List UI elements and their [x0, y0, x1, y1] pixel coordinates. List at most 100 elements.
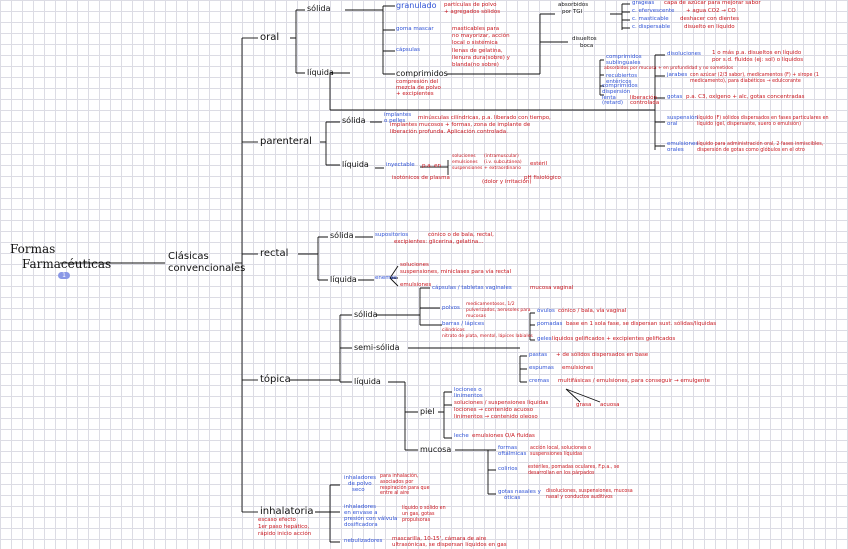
- oral-efervescente: c. efervescente: [632, 8, 675, 14]
- oral-comp-sub2: sublinguales: [606, 60, 641, 66]
- topica-lociones-b: linimentos: [454, 393, 483, 399]
- topica-polvos-desc3: mucosas: [466, 314, 486, 319]
- topica-capsulas-tab-desc: mucosa vaginal: [530, 285, 574, 291]
- rectal-supositorios-desc1: cónico o de bala, rectal,: [428, 232, 494, 238]
- oral-disueltos: disueltos: [572, 36, 597, 42]
- oral-capsulas: cápsulas: [396, 47, 421, 53]
- topica-espumas: espumas: [529, 365, 554, 371]
- topica-cremas: cremas: [529, 378, 550, 384]
- inh-nebulizadores: nebulizadores: [344, 538, 383, 544]
- topica-leche: leche: [454, 433, 469, 439]
- oral-emulsiones-desc: líquido para administración oral, 2 fase…: [697, 142, 824, 153]
- rectal-enemas-desc2: suspensiones, miniclases para vía rectal: [400, 269, 511, 275]
- topica-polvos-desc2: pulverizados, aerosoles para: [466, 308, 531, 313]
- rectal-supositorios-desc2: excipientes: glicerina, gelatina...: [394, 239, 484, 245]
- parenteral-pelles: o pelles: [384, 118, 406, 124]
- topica-pomadas-desc: base en 1 sola fase, se dispersan sust. …: [566, 321, 717, 327]
- inh-presion-desc: líquido o sólido en un gas, gotas propul…: [402, 506, 446, 523]
- rectal-liquida: líquida: [330, 275, 357, 284]
- topica-geles-desc: líquidos gelificados + excipientes gelif…: [552, 336, 676, 342]
- oral-disoluciones-desc1: 1 o más p.a. disueltos en líquido: [712, 50, 802, 56]
- oral-goma-desc1: masticables para: [452, 26, 500, 32]
- inhalatoria-note3: rápido inicio acción: [258, 531, 312, 537]
- oral-lenta2: (retard): [602, 100, 623, 106]
- parenteral-inj-note2: (dolor y irritación): [482, 179, 532, 185]
- oral-recubiertos1: recubiertos: [606, 73, 638, 79]
- topica-barras: barras / lápices: [442, 321, 485, 327]
- inh-polvo2: de polvo: [348, 481, 372, 487]
- classic-line1: Clásicas: [168, 251, 209, 262]
- parenteral-inj-desc7: estéril: [530, 161, 548, 167]
- topica-geles: geles: [537, 336, 552, 342]
- oral-disueltos2: boca: [580, 43, 594, 49]
- oral-gotas-desc: p.a. C3, oxígeno + alc, gotas concentrad…: [686, 94, 805, 100]
- rectal-enemas-desc3: emulsiones: [400, 282, 432, 288]
- oral-comprimidos-desc1: compresión del: [396, 79, 439, 85]
- oral-grageas-desc: capa de azúcar para mejorar sabor: [664, 0, 761, 6]
- rectal-enemas: enemas: [375, 275, 397, 281]
- parenteral-inj-desc4: (intramuscular): [484, 154, 519, 159]
- oral-solida: sólida: [307, 4, 331, 13]
- oral-masticable-desc: deshacer con dientes: [680, 16, 739, 22]
- parenteral-inj-desc3: suspensiones: [452, 166, 483, 171]
- topica-soluciones-susp: soluciones / suspensiones líquidas: [454, 400, 549, 406]
- oral-goma: goma mascar: [396, 26, 434, 32]
- rectal-enemas-desc1: soluciones: [400, 262, 429, 268]
- oral-jarabes-desc: con azúcar (2/3 sabor), medicamentos (F)…: [690, 73, 819, 84]
- topica-acuosa: acuosa: [600, 402, 620, 408]
- oral-grageas: grageas: [632, 0, 655, 6]
- oral-liquida: líquida: [307, 68, 334, 77]
- topica-barras-desc2: nitrato de plata, mentol, lápices labial…: [442, 334, 533, 339]
- oral-comprimidos-desc3: + excipientes: [396, 91, 434, 97]
- oral-absorbidos: absorbidos: [558, 2, 589, 8]
- inh-presion1: inhaladores: [344, 504, 377, 510]
- route-topica: tópica: [260, 374, 291, 385]
- topica-polvos: polvos: [442, 305, 460, 311]
- parenteral-inj-note1: isotónicos de plasma: [392, 175, 450, 181]
- oral-emulsiones2: orales: [667, 147, 684, 153]
- inh-neb-desc1: mascarilla, 10-15', cámara de aire: [392, 536, 487, 542]
- parenteral-pa-en: p.a. en: [422, 163, 441, 169]
- oral-recubiertos2: entéricos: [606, 79, 632, 85]
- oral-granulado-desc1: partículas de polvo: [444, 2, 497, 8]
- topica-lociones-a: lociones o: [454, 387, 482, 393]
- oral-comp-disp1: comprimidos: [602, 83, 638, 89]
- oral-comp-sub-desc: absorbidos por mucosa + en profundidad y…: [604, 66, 734, 71]
- oral-gotas: gotas: [667, 94, 683, 100]
- oral-suspension2: oral: [667, 121, 678, 127]
- topica-pastas-desc: + de sólidos dispersados en base: [556, 352, 649, 358]
- topica-ovulos: óvulos: [537, 308, 555, 314]
- oral-goma-desc3: local o sistémica: [452, 40, 498, 46]
- oral-absorbidos2: por TGI: [562, 9, 583, 15]
- parenteral-implantes-desc3: liberación profunda. Aplicación controla…: [390, 129, 508, 135]
- topica-formas2: oftálmicas: [498, 451, 527, 457]
- route-parenteral: parenteral: [260, 136, 312, 147]
- oral-dispersable-desc: disuelto en líquido: [684, 24, 735, 30]
- topica-espumas-desc: emulsiones: [562, 365, 594, 371]
- inh-polvo-desc: para inhalación, asociados por respiraci…: [380, 474, 430, 497]
- inhalatoria-note2: 1er paso hepático,: [258, 524, 310, 530]
- topica-lociones-d: linimentos → contenido oleoso: [454, 414, 538, 420]
- topica-gotas-nasales1: gotas nasales y: [498, 489, 541, 495]
- topica-liquida: líquida: [354, 377, 381, 386]
- root-badge: 1: [58, 272, 70, 279]
- topica-leche-desc: emulsiones O/A fluidas: [472, 433, 535, 439]
- parenteral-inj-note3: pH fisiológico: [524, 175, 561, 181]
- topica-colirios: colirios: [498, 466, 518, 472]
- inh-presion3: presión con válvula: [344, 516, 398, 522]
- rectal-supositorios: supositorios: [375, 232, 409, 238]
- rectal-solida: sólida: [330, 231, 354, 240]
- inh-neb-desc2: ultrasónicas, se dispersan líquidos en g…: [392, 542, 507, 548]
- inh-polvo1: inhaladores: [344, 475, 377, 481]
- oral-masticable: c. masticable: [632, 16, 669, 22]
- topica-barras-desc1: cilíndricos: [442, 328, 465, 333]
- oral-granulado-desc2: + agregados sólidos: [444, 9, 501, 15]
- oral-emulsiones1: emulsiones: [667, 141, 699, 147]
- oral-lenta-desc2: controlada: [630, 100, 660, 106]
- topica-gotas-nasales2: óticas: [504, 495, 521, 501]
- route-rectal: rectal: [260, 248, 289, 259]
- oral-disoluciones-desc2: por s.d. fluidos (ej: sol) o líquidos: [712, 57, 804, 63]
- topica-grasa: grasa: [576, 402, 592, 408]
- oral-comprimidos-desc2: mezcla de polvo: [396, 85, 441, 91]
